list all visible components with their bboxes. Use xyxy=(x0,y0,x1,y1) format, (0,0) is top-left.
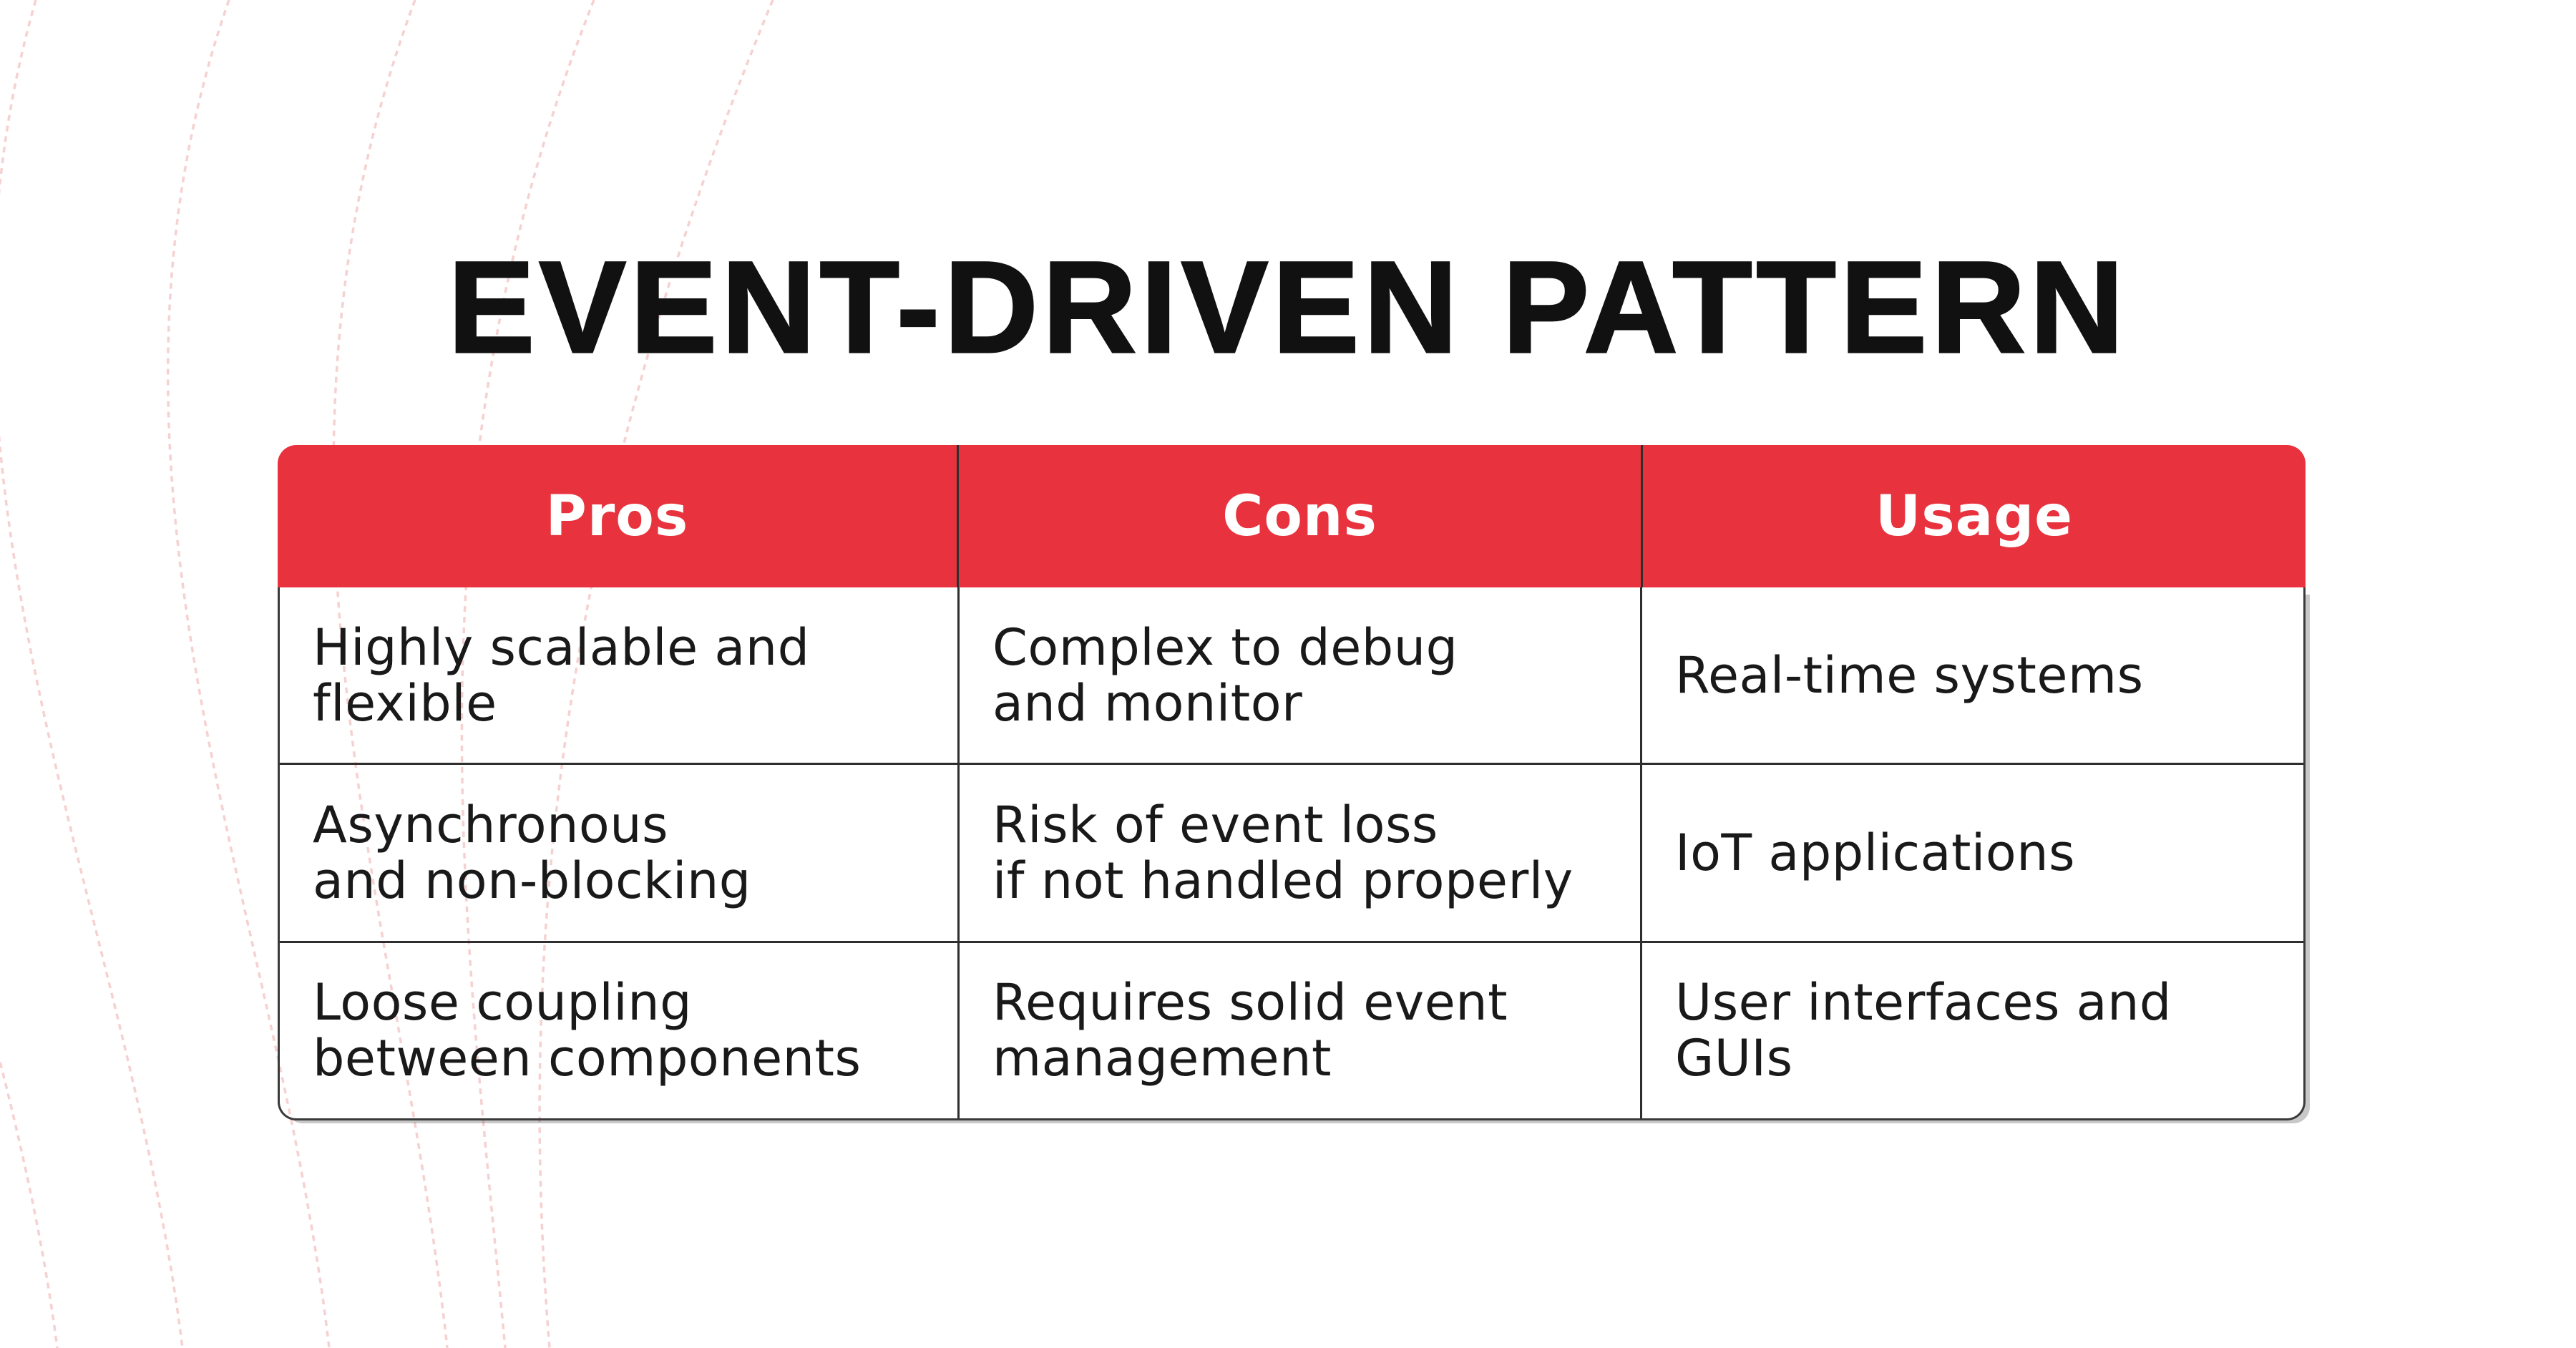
cell-r2-usage: IoT applications xyxy=(1639,765,2303,941)
pros-cons-usage-table: Pros Cons Usage Highly scalable and flex… xyxy=(278,445,2306,1120)
cell-r1-cons: Complex to debug and monitor xyxy=(957,587,1640,763)
cell-r3-pros: Loose coupling between components xyxy=(313,973,862,1088)
arc-line xyxy=(538,0,774,1348)
table-header-row: Pros Cons Usage xyxy=(278,445,2306,587)
cell-r3-usage: User interfaces and GUIs xyxy=(1639,942,2303,1118)
header-cell-cons: Cons xyxy=(957,445,1641,587)
arc-line xyxy=(0,1056,59,1348)
page-title: EVENT-DRIVEN PATTERN xyxy=(447,234,2128,380)
cell-r2-pros: Asynchronous and non-blocking xyxy=(313,795,751,910)
cell-r1-pros: Highly scalable and flexible xyxy=(313,617,810,733)
table-body: Highly scalable and flexible Complex to … xyxy=(278,587,2306,1120)
table-row: Asynchronous and non-blocking Risk of ev… xyxy=(280,763,2303,941)
arc-line xyxy=(460,0,595,1348)
cell-r2-cons: Risk of event loss if not handled proper… xyxy=(957,765,1640,941)
table-row: Highly scalable and flexible Complex to … xyxy=(280,587,2303,763)
arc-line xyxy=(332,0,449,1348)
arc-line xyxy=(0,0,184,1348)
cell-r3-cons: Requires solid event management xyxy=(957,942,1640,1118)
table-row: Loose coupling between components Requir… xyxy=(280,940,2303,1118)
cell-r1-usage: Real-time systems xyxy=(1639,587,2303,763)
header-cell-usage: Usage xyxy=(1641,445,2306,587)
arc-line xyxy=(166,0,331,1348)
header-cell-pros: Pros xyxy=(545,484,689,549)
